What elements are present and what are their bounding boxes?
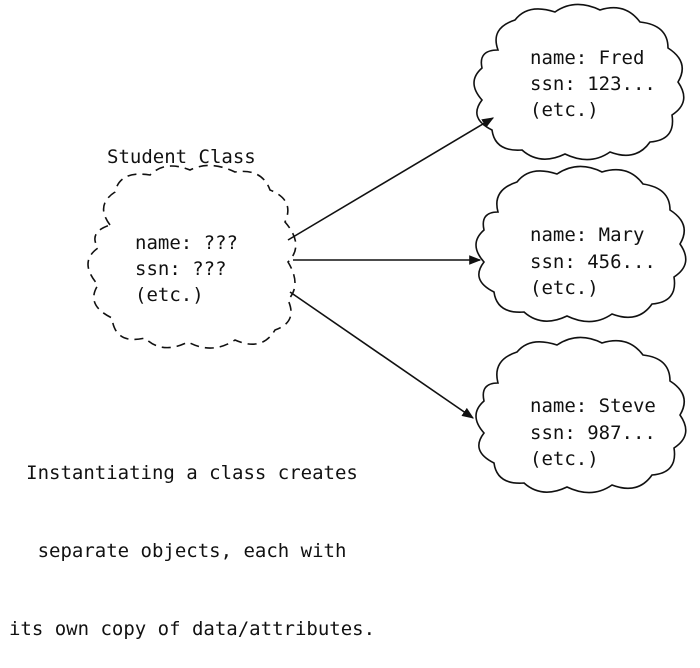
object-cloud-fred-shape [473, 3, 685, 161]
object-cloud-steve-shape [475, 336, 687, 494]
object-mary-etc: (etc.) [530, 277, 599, 299]
object-steve-name: name: Steve [530, 395, 656, 417]
class-cloud-shape [87, 164, 297, 349]
caption-line-3: its own copy of data/attributes. [8, 618, 376, 640]
caption-line-1: Instantiating a class creates [26, 462, 358, 484]
class-attribute-ssn: ssn: ??? [135, 258, 227, 280]
caption-line-2: separate objects, each with [37, 540, 347, 562]
arrow-to-fred [287, 117, 495, 241]
class-title: Student Class [107, 146, 256, 168]
class-attribute-etc: (etc.) [135, 284, 204, 306]
object-fred-name: name: Fred [530, 47, 645, 69]
object-mary-ssn: ssn: 456... [530, 251, 656, 273]
class-instantiation-diagram [87, 3, 687, 494]
arrow-to-steve [289, 291, 474, 419]
diagram-caption: Instantiating a class creates separate o… [0, 408, 384, 668]
object-fred-ssn: ssn: 123... [530, 73, 656, 95]
object-fred-etc: (etc.) [530, 99, 599, 121]
object-steve-etc: (etc.) [530, 448, 599, 470]
object-mary-name: name: Mary [530, 224, 645, 246]
object-cloud-mary-shape [475, 165, 687, 323]
object-steve-ssn: ssn: 987... [530, 422, 656, 444]
class-attribute-name: name: ??? [135, 232, 238, 254]
